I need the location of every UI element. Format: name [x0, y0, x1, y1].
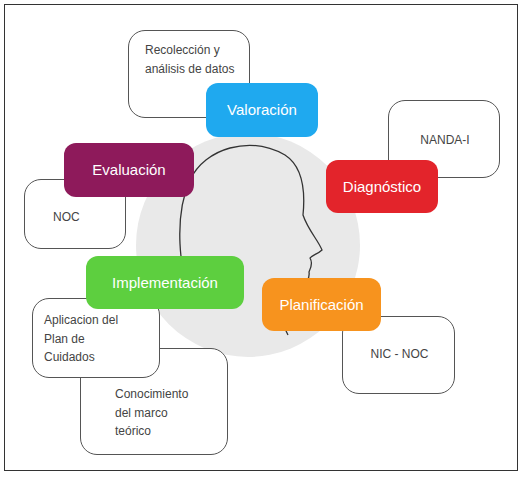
note-text: Conocimiento del marco teórico — [115, 385, 197, 441]
phase-title: Diagnóstico — [343, 175, 421, 198]
phase-box: Diagnóstico — [326, 160, 438, 213]
note-text: Recolección y análisis de datos — [145, 41, 237, 78]
phase-title: Implementación — [112, 271, 218, 294]
phase-title: Planificación — [279, 293, 363, 316]
phase-box: Evaluación — [64, 143, 194, 197]
phase-title: Valoración — [227, 98, 297, 121]
note-text: NIC - NOC — [343, 345, 456, 364]
note-box: Aplicacion del Plan de Cuidados — [32, 298, 160, 378]
note-text: NOC — [53, 208, 113, 227]
note-text: Aplicacion del Plan de Cuidados — [44, 311, 136, 367]
phase-box: Valoración — [206, 83, 318, 137]
note-text: NANDA-I — [389, 131, 501, 150]
phase-box: Planificación — [262, 278, 381, 331]
phase-title: Evaluación — [92, 158, 165, 181]
frame-border — [5, 5, 518, 471]
phase-box: Implementación — [86, 256, 244, 309]
